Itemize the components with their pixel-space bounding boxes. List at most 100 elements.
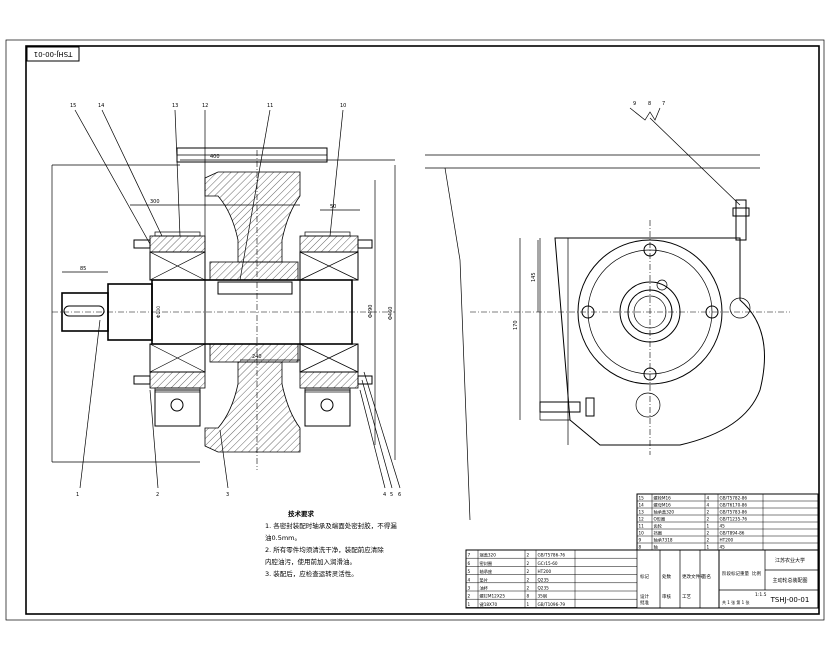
callout-12: 12 [202, 103, 208, 109]
bom-upper-cell: 螺栓M16 [654, 495, 672, 502]
left-flange-top [149, 235, 206, 253]
dim-300: 300 [150, 199, 160, 205]
bom-upper-cell: 齿轮 [654, 523, 663, 530]
bom-lower-cell: 4 [468, 577, 471, 582]
bom-lower-cell: 端盖320 [480, 552, 497, 559]
bom-upper-cell: 15 [639, 496, 645, 501]
bom-lower-cell: 密封圈 [480, 560, 493, 567]
housing-outline [554, 237, 765, 446]
callout-leaders [74, 109, 401, 489]
bom-lower-cell: 8 [527, 594, 530, 599]
bom-upper-cell: 轴承盖320 [654, 509, 675, 516]
bom-lower-cell: 35钢 [538, 593, 548, 600]
outer-flange-circle [577, 239, 723, 385]
bom-lower-cell: 7 [468, 553, 471, 558]
bom-lower-cell: 1 [468, 602, 471, 607]
callout-15: 15 [70, 103, 76, 109]
dim-145: 145 [531, 272, 537, 282]
bom-lower-cell: 2 [527, 577, 530, 582]
bom-lower-cell: 2 [527, 569, 530, 574]
right-flange-top [299, 235, 359, 253]
bom-lower-cell: 3 [468, 586, 471, 591]
approve-label: 批准 [640, 599, 649, 606]
scale-label: 1:1.5 [755, 592, 767, 598]
notes-heading: 技术要求 [288, 509, 315, 518]
bom-upper-cell: GB/T5782-86 [720, 496, 748, 501]
inner-border [25, 45, 820, 615]
bom-upper-cell: 螺母M16 [654, 502, 672, 509]
stage-label: 阶段标记 [722, 570, 740, 577]
school-name: 江苏农业大学 [775, 557, 805, 564]
notes-line-3: 2. 所有零件均须清洗干净，装配前应清除 [265, 545, 384, 554]
bom-upper-cell: 9 [639, 538, 642, 543]
outer-border [5, 39, 825, 621]
callout-5: 5 [390, 492, 393, 498]
bom-lower-cell: Q235 [538, 577, 550, 582]
flange-bolts [581, 243, 719, 381]
bom-upper-cell: 45 [720, 524, 726, 529]
left-bearing-upper [149, 251, 206, 281]
left-support [154, 389, 201, 427]
callout-2: 2 [156, 492, 159, 498]
gear-hub-lower [204, 361, 301, 453]
section-view: 400 300 85 50 240 Φ490 Φ460 Φ100 [51, 103, 401, 498]
sign-label: 签名 [702, 573, 711, 580]
bearing-circle [619, 281, 681, 343]
bom-lower-cell: 5 [468, 569, 471, 574]
sheet-info: 共 1 张 第 1 张 [722, 599, 749, 605]
bom-lower-cell: 1 [527, 602, 530, 607]
weight-label: 重量 [740, 570, 749, 577]
drawing-title: 主动轮总装配图 [772, 577, 807, 584]
callout-14: 14 [98, 103, 104, 109]
notes-line-4: 内腔油污，使用前加入润滑油。 [265, 557, 356, 566]
qty-label: 处数 [662, 573, 671, 580]
top-bolts [154, 231, 351, 393]
gear-hub-upper [204, 171, 301, 263]
bom-lower-cell: Q235 [538, 586, 550, 591]
technical-notes: 技术要求 1. 各密封装配时轴承及端面处密封胶，不得漏 油0.5mm。 2. 所… [265, 509, 397, 578]
callout-3: 3 [226, 492, 229, 498]
doc-label: 更改文件号 [682, 573, 705, 580]
bom-lower-cell: 6 [468, 561, 471, 566]
bom-upper-cell: 14 [639, 503, 645, 508]
designer-label: 设计 [640, 593, 649, 600]
dim-phi-b: Φ460 [388, 307, 394, 320]
bom-upper-cell: 2 [707, 510, 710, 515]
bom-upper-cell: GB/T894-86 [720, 531, 745, 536]
bom-upper-cell: HT200 [720, 538, 734, 543]
callout-8: 8 [648, 101, 651, 107]
bom-upper-cell: 2 [707, 531, 710, 536]
bom-lower-cell: 轴承座 [480, 568, 493, 575]
callout-numbers: 15 14 13 12 11 10 1 2 3 4 5 6 [70, 103, 401, 498]
bom-upper-cell: 4 [707, 503, 710, 508]
bom-upper-cell: 2 [707, 538, 710, 543]
dim-170: 170 [513, 320, 519, 330]
drawing-code-top-text: TSHJ-00-01 [34, 50, 74, 58]
craft-label: 工艺 [682, 594, 691, 600]
gear-bore-lower [209, 343, 299, 363]
bom-lower-cell: 键18X70 [480, 601, 498, 608]
bom-upper-cell: 轴承7318 [654, 537, 673, 544]
bom-lower-cell: HT200 [538, 569, 552, 574]
right-bearing-upper [299, 251, 359, 281]
bom-upper-cell: 1 [707, 545, 710, 550]
callout-11: 11 [267, 103, 273, 109]
callout-1: 1 [76, 492, 79, 498]
callout-13: 13 [172, 103, 178, 109]
right-flange-bottom [299, 371, 359, 389]
bom-lower-cell: 油杯 [480, 585, 489, 592]
right-bearing-lower [299, 343, 359, 373]
bom-upper-cell: GB/T6170-86 [720, 503, 748, 508]
bom-lower-cell: 螺钉M12X25 [480, 593, 506, 600]
dim-phi-a: Φ490 [368, 305, 374, 318]
notes-line-2: 油0.5mm。 [265, 533, 301, 542]
checker-label: 审核 [662, 593, 671, 600]
side-view: 170 145 9 8 7 [425, 101, 790, 521]
left-bearing-lower [149, 343, 206, 373]
callout-6: 6 [398, 492, 401, 498]
bom-lower-cell: 2 [527, 553, 530, 558]
bom-upper-cell: O形圈 [654, 516, 666, 523]
